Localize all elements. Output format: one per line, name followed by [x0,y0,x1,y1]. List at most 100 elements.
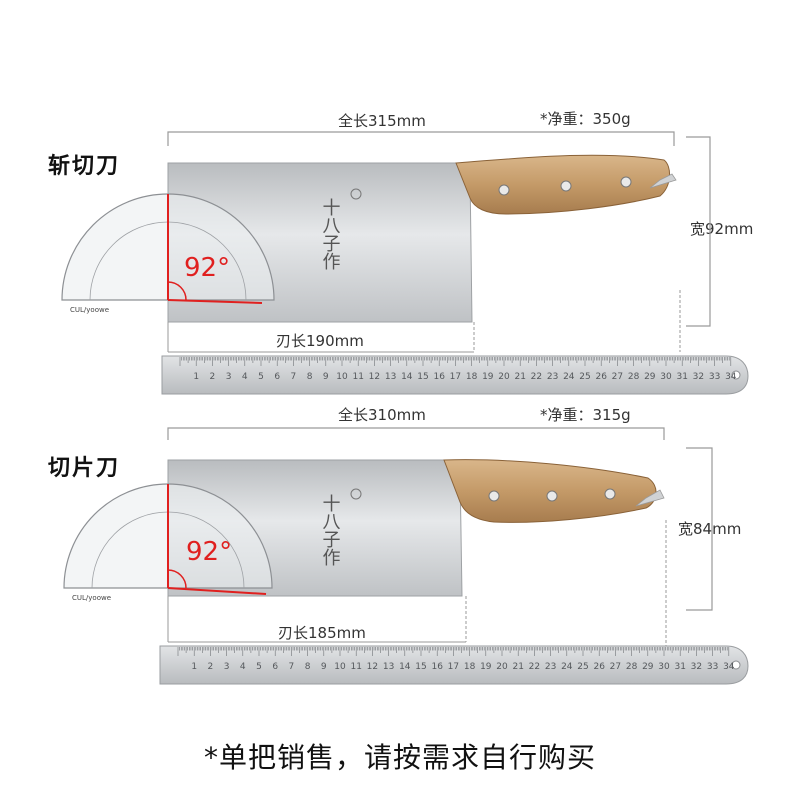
ruler-number: 18 [464,662,476,672]
ruler-number: 2 [208,662,214,672]
knife-1-net-weight: *净重：350g [540,110,631,128]
ruler-number: 4 [240,662,246,672]
ruler-number: 20 [498,372,510,382]
ruler-number: 29 [644,372,656,382]
knife-1-bolster [649,173,677,189]
ruler-number: 33 [709,372,720,382]
ruler-1-ticks [179,357,732,366]
knife-1-name: 斩切刀 [48,153,121,179]
knife-2-emblem-icon [350,488,362,500]
knife-2-length-bracket [167,427,665,440]
knife-2-rivet [546,490,558,502]
ruler-number: 9 [321,662,327,672]
knife-2-angle-line-horizontal [167,587,267,595]
ruler-2 [159,645,749,685]
knife-2-rivet [488,490,500,502]
knife-1-width-bracket [686,136,711,327]
ruler-number: 18 [466,372,478,382]
ruler-number: 25 [577,662,588,672]
ruler-number: 26 [593,662,605,672]
knife-2-net-weight: *净重：315g [540,406,631,424]
knife-2-angle-arc [167,569,187,589]
ruler-number: 6 [272,662,278,672]
knife-2-protractor-brand: CUL/yoowe [72,594,111,602]
knife-1-angle: 92° [184,253,230,283]
ruler-number: 13 [383,662,394,672]
ruler-number: 32 [693,372,704,382]
ruler-number: 19 [480,662,492,672]
ruler-2-hole [731,660,741,670]
ruler-number: 16 [431,662,443,672]
ruler-number: 33 [707,662,718,672]
ruler-number: 20 [496,662,508,672]
ruler-number: 30 [660,372,672,382]
ruler-number: 28 [628,372,640,382]
knife-2-width: 宽84mm [678,520,742,538]
ruler-number: 23 [547,372,558,382]
ruler-number: 7 [291,372,297,382]
knife-2-blade-characters: 十八子作 [320,494,341,566]
knife-1-blade-characters: 十八子作 [320,198,341,270]
ruler-number: 5 [258,372,264,382]
ruler-number: 8 [307,372,313,382]
ruler-number: 16 [433,372,445,382]
ruler-number: 8 [305,662,311,672]
ruler-number: 2 [210,372,216,382]
ruler-number: 21 [514,372,525,382]
knife-1-emblem-icon [350,188,362,200]
ruler-number: 5 [256,662,262,672]
knife-1-rivet [620,176,632,188]
knife-1-width: 宽92mm [690,220,754,238]
knife-1-angle-line-horizontal [167,299,263,304]
ruler-number: 17 [448,662,459,672]
ruler-number: 22 [531,372,542,382]
ruler-number: 13 [385,372,396,382]
ruler-1-hole [731,370,741,380]
ruler-number: 10 [336,372,348,382]
ruler-2-ticks [177,647,730,656]
knife-2-bolster [635,489,665,507]
ruler-number: 23 [545,662,556,672]
ruler-number: 31 [676,372,687,382]
knife-1-total-length: 全长315mm [338,112,426,130]
knife-2-width-bracket [686,447,713,611]
ruler-number: 31 [674,662,685,672]
ruler-number: 7 [289,662,295,672]
ruler-number: 34 [725,372,737,382]
ruler-number: 24 [561,662,573,672]
knife-1-rivet [498,184,510,196]
ruler-number: 25 [579,372,590,382]
ruler-number: 26 [595,372,607,382]
ruler-number: 24 [563,372,575,382]
ruler-number: 27 [612,372,623,382]
ruler-number: 1 [193,372,199,382]
ruler-number: 19 [482,372,494,382]
footer-note: *单把销售，请按需求自行购买 [203,741,596,774]
knife-2-total-length: 全长310mm [338,406,426,424]
knife-1-rivet [560,180,572,192]
ruler-number: 32 [691,662,702,672]
knife-2-blade-length: 刃长185mm [278,624,366,642]
knife-1-blade-length: 刃长190mm [276,332,364,350]
ruler-number: 21 [512,662,523,672]
ruler-number: 3 [224,662,230,672]
ruler-number: 11 [350,662,361,672]
ruler-number: 14 [401,372,413,382]
ruler-number: 4 [242,372,248,382]
knife-1-length-bracket [167,131,675,146]
ruler-number: 1 [191,662,197,672]
knife-1-angle-arc [167,281,187,301]
ruler-number: 10 [334,662,346,672]
ruler-number: 28 [626,662,638,672]
ruler-number: 29 [642,662,654,672]
ruler-number: 9 [323,372,329,382]
knife-1-protractor-brand: CUL/yoowe [70,306,109,314]
ruler-number: 34 [723,662,735,672]
knife-2-rivet [604,488,616,500]
ruler-number: 27 [610,662,621,672]
